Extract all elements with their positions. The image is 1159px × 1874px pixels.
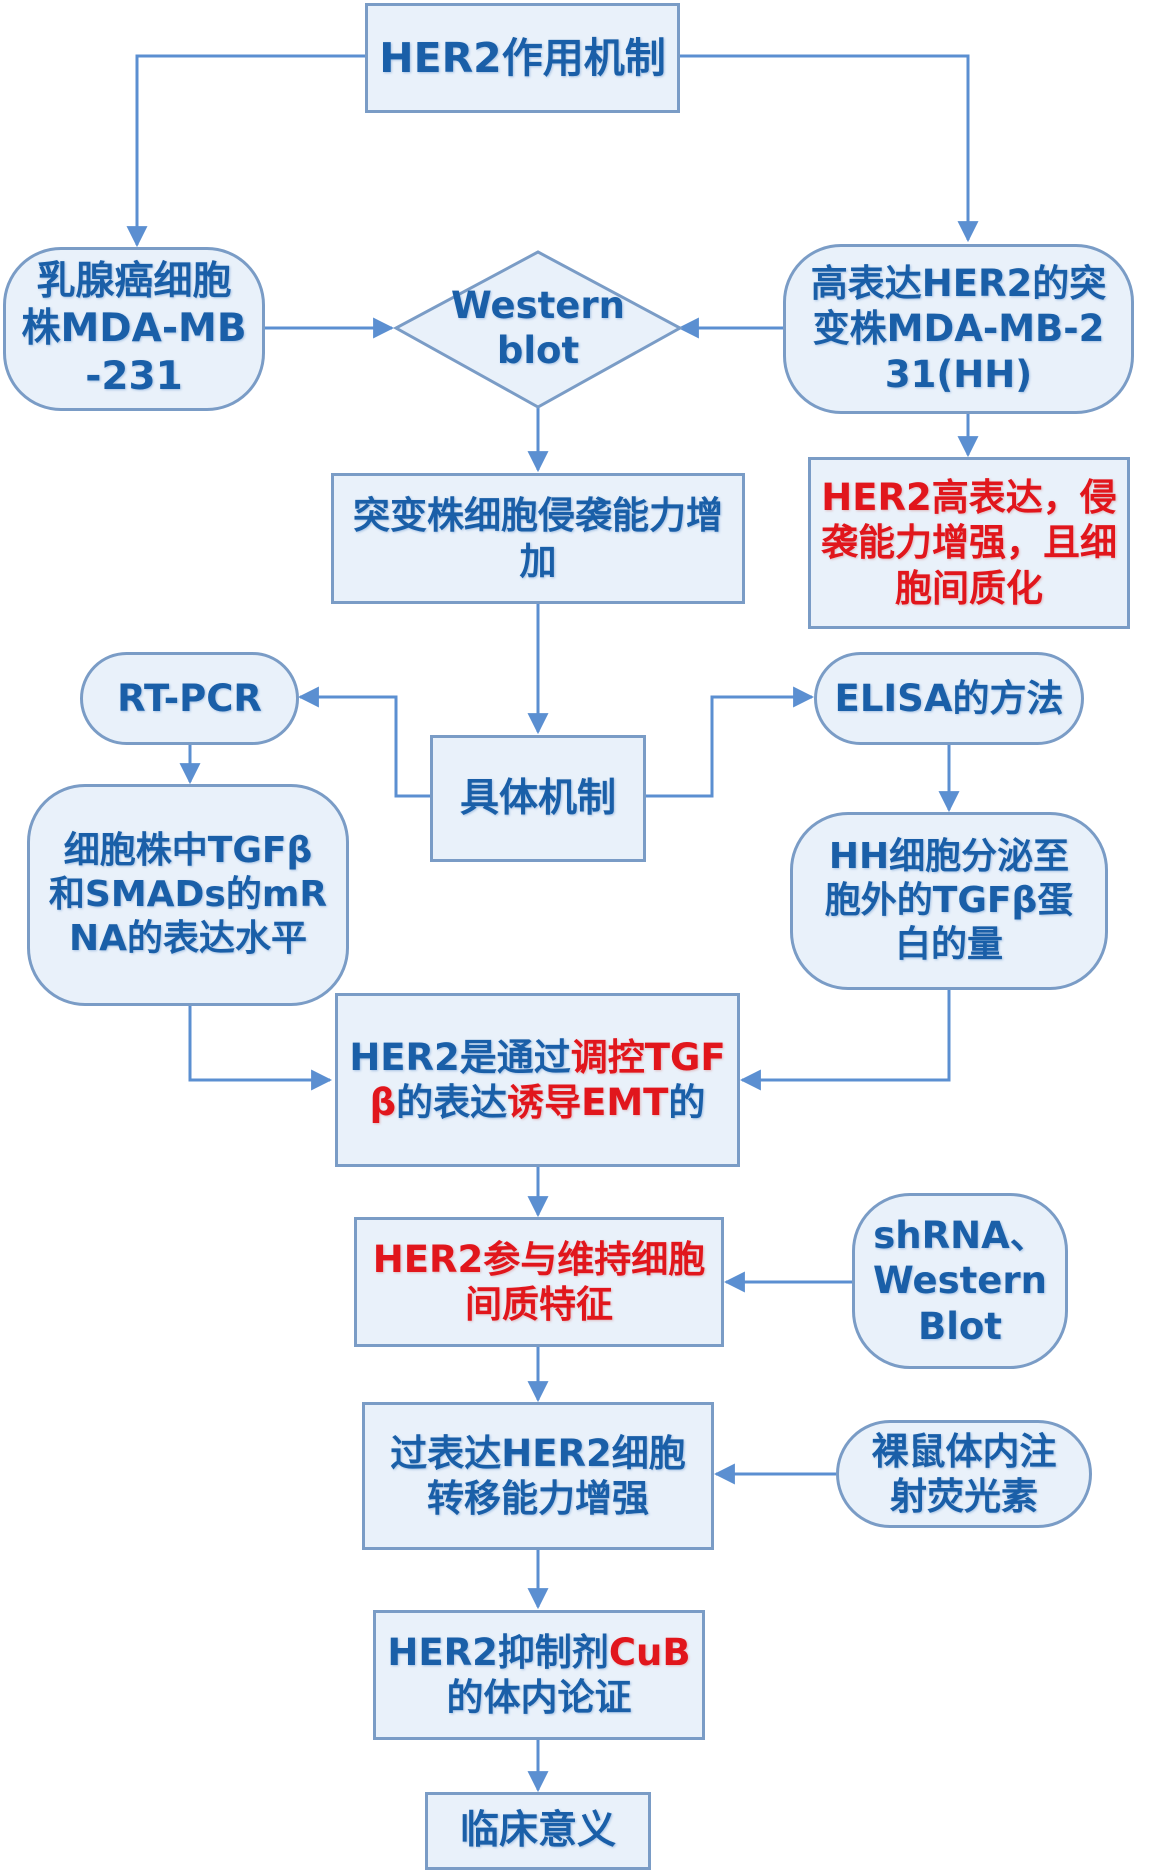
her2-result-box: HER2高表达，侵袭能力增强，且细胞间质化 [808,457,1130,629]
conclusion-box: HER2是通过调控TGFβ的表达诱导EMT的 [335,993,740,1167]
metastasis-box: 过表达HER2细胞转移能力增强 [362,1402,714,1550]
conclusion-text-part1: HER2是通过 [349,1035,571,1079]
edge-title-to-mutant [680,54,979,243]
shrna-node: shRNA、Western Blot [852,1193,1068,1369]
rtpcr-node: RT-PCR [80,652,299,745]
clinical-box: 临床意义 [425,1792,651,1870]
inhibitor-text-part3: 的体内论证 [446,1676,632,1719]
inhibitor-box: HER2抑制剂CuB的体内论证 [373,1610,705,1740]
mechanism-box: 具体机制 [430,735,646,862]
title-box: HER2作用机制 [365,3,680,113]
inhibitor-text-part2: CuB [608,1630,691,1674]
tgf-secretion-node: HH细胞分泌至胞外的TGFβ蛋白的量 [790,812,1108,990]
mrna-expression-node: 细胞株中TGFβ和SMADs的mRNA的表达水平 [27,784,349,1006]
conclusion-text-part3: 的表达 [396,1081,508,1124]
mutant-line-node: 高表达HER2的突变株MDA-MB-231(HH) [783,244,1134,414]
conclusion-text-part4: 诱导EMT [507,1081,669,1124]
edge-mrna-to-conclusion [188,1006,333,1091]
conclusion-text-part2: 调控TGFβ [369,1035,726,1124]
conclusion-text-part5: 的 [668,1081,706,1124]
edge-secretion-to-conclusion [739,990,951,1091]
maintain-box: HER2参与维持细胞间质特征 [354,1217,724,1347]
edge-mechanism-to-rtpcr [297,686,430,798]
western-blot-label: Western blot [451,283,625,372]
nude-mice-node: 裸鼠体内注射荧光素 [836,1420,1092,1528]
edge-mechanism-to-elisa [646,686,815,798]
inhibitor-text-part1: HER2抑制剂 [387,1630,609,1674]
elisa-node: ELISA的方法 [814,652,1084,745]
cell-line-node: 乳腺癌细胞株MDA-MB-231 [3,247,265,411]
edge-title-to-cell-line [126,54,365,248]
invasion-increase-box: 突变株细胞侵袭能力增加 [331,473,745,604]
western-blot-diamond [392,250,684,409]
